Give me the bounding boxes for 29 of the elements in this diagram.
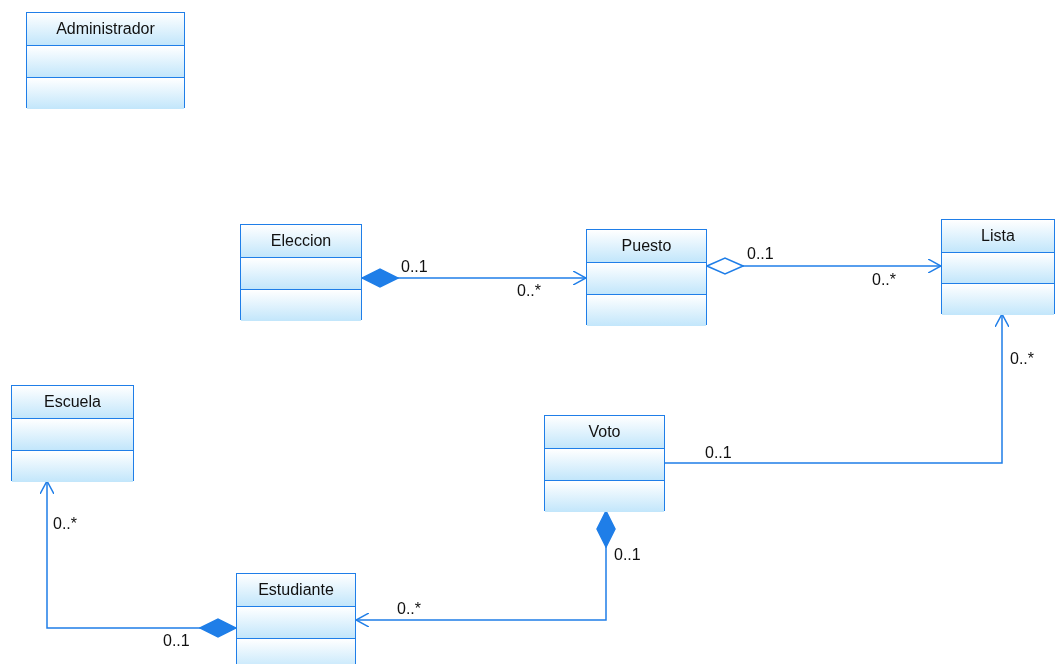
class-box <box>544 415 665 511</box>
class-name: Administrador <box>56 20 155 38</box>
class-box <box>236 573 356 664</box>
multiplicity-label: 0..* <box>872 271 896 289</box>
multiplicity-label: 0..* <box>517 282 541 300</box>
multiplicity-label: 0..* <box>1010 350 1034 368</box>
multiplicity-label: 0..1 <box>163 632 190 650</box>
association-line <box>355 510 616 628</box>
class-name: Eleccion <box>270 232 332 250</box>
association-line <box>664 313 1010 464</box>
class-name: Voto <box>588 423 621 441</box>
class-name: Lista <box>981 226 1015 245</box>
class-box <box>240 224 362 320</box>
multiplicity-label: 0..* <box>397 600 421 618</box>
multiplicity-label: 0..1 <box>401 258 428 276</box>
association-line <box>706 257 942 275</box>
class-box <box>941 219 1055 314</box>
multiplicity-label: 0..* <box>53 515 77 533</box>
association-line <box>361 268 587 288</box>
class-name: Estudiante <box>258 581 334 599</box>
multiplicity-label: 0..1 <box>705 444 732 462</box>
class-box <box>26 12 185 108</box>
association-line <box>39 480 237 638</box>
class-name: Puesto <box>621 237 672 255</box>
class-box <box>586 229 707 325</box>
multiplicity-label: 0..1 <box>614 546 641 564</box>
class-name: Escuela <box>44 393 101 411</box>
multiplicity-label: 0..1 <box>747 245 774 263</box>
class-box <box>11 385 134 481</box>
